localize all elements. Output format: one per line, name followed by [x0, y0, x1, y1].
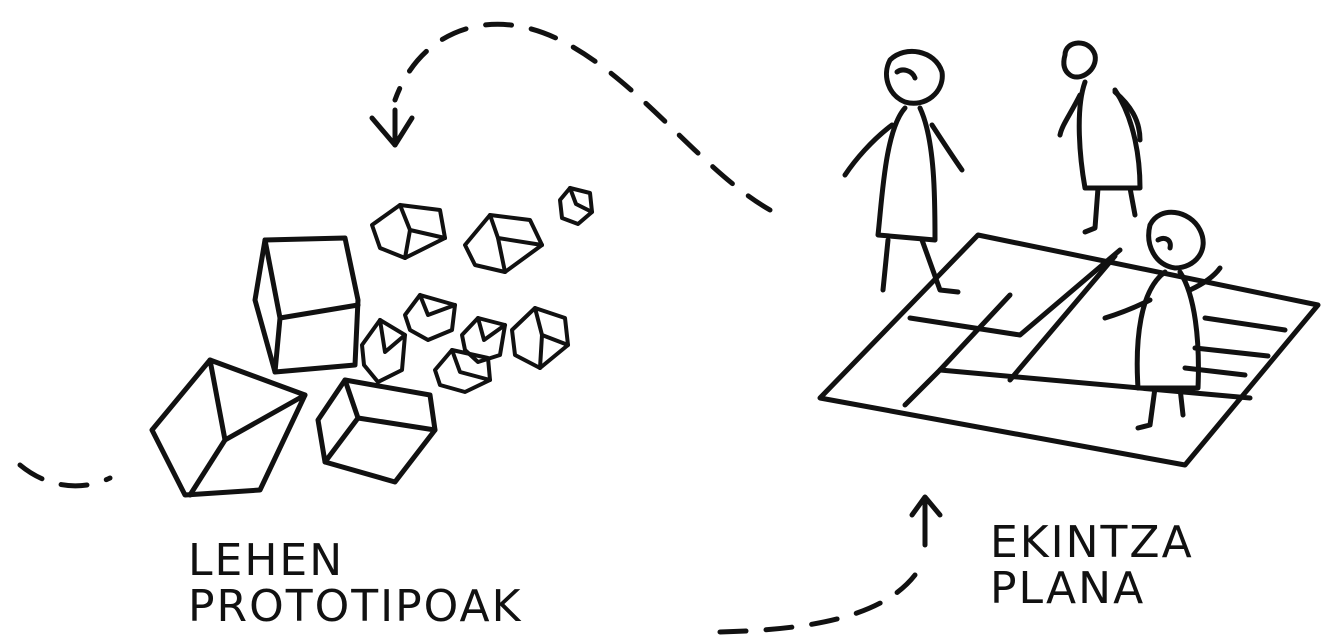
cube-small-8	[510, 306, 570, 370]
cube-small-1	[370, 203, 447, 260]
label-action-plan-line2: PLANA	[990, 563, 1146, 614]
label-first-prototypes-line2: PROTOTIPOAK	[188, 581, 523, 632]
loop-arrow-top	[369, 21, 773, 213]
label-action-plan-line1: EKINTZA	[990, 517, 1194, 568]
dashed-arrow-bottom	[717, 494, 943, 635]
person-right	[1102, 209, 1223, 431]
dashed-arrow-left	[17, 462, 113, 489]
prototype-cubes	[149, 186, 594, 498]
cube-small-5	[360, 318, 407, 384]
label-first-prototypes-line1: LEHEN	[188, 535, 345, 586]
cube-small-3	[558, 186, 594, 226]
label-first-prototypes: LEHEN PROTOTIPOAK	[188, 538, 522, 630]
cube-tall	[252, 235, 361, 375]
person-middle	[1057, 40, 1143, 235]
label-action-plan: EKINTZA PLANA	[990, 520, 1194, 612]
cube-medium	[315, 377, 438, 485]
cube-large	[149, 357, 308, 498]
cube-small-7	[433, 348, 492, 394]
cube-small-6	[460, 316, 507, 364]
person-left	[842, 49, 965, 295]
action-plan-grid	[817, 232, 1321, 468]
cube-small-2	[463, 213, 544, 274]
cube-small-4	[403, 293, 457, 342]
